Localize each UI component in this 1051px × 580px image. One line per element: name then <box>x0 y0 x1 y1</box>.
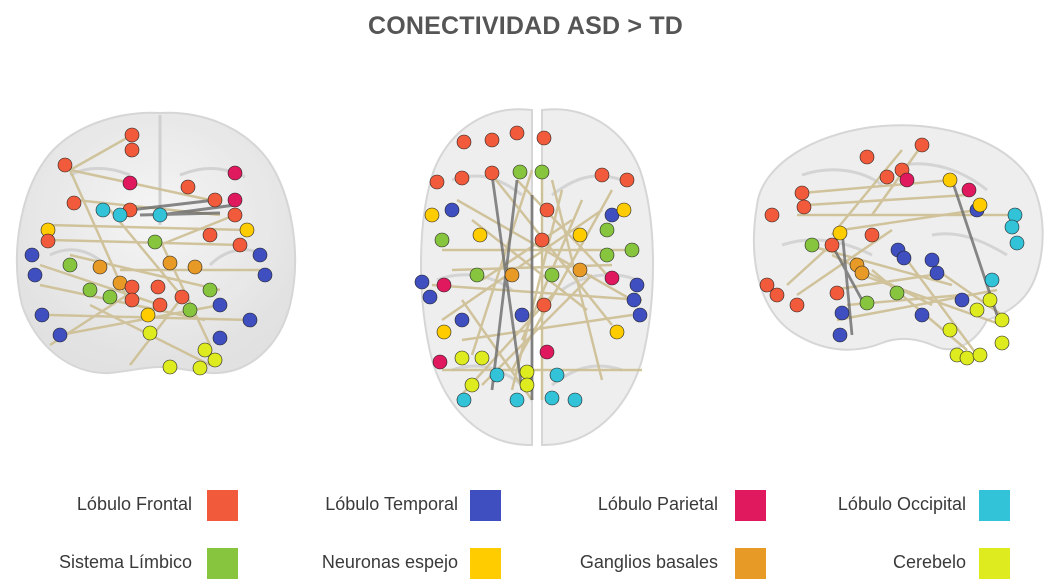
axial-brain-graphic <box>414 108 654 446</box>
brain-view-axial <box>412 100 662 450</box>
legend-swatch <box>470 490 501 521</box>
legend-item-cerebelo: Cerebelo <box>790 546 1012 580</box>
sagittal-brain-graphic <box>753 124 1044 366</box>
legend-item-sistema-limbico: Sistema Límbico <box>0 546 240 580</box>
legend-label: Lóbulo Frontal <box>76 494 192 514</box>
page-title: CONECTIVIDAD ASD > TD <box>367 12 684 40</box>
brain-view-coronal <box>10 105 300 395</box>
brain-view-sagittal <box>722 115 1051 385</box>
legend-swatch <box>979 548 1010 579</box>
legend-label: Cerebelo <box>892 552 966 572</box>
legend-item-neuronas-espejo: Neuronas espejo <box>260 546 503 580</box>
legend-label: Lóbulo Occipital <box>837 494 966 514</box>
legend-item-lobulo-occipital: Lóbulo Occipital <box>790 488 1012 522</box>
legend-swatch <box>470 548 501 579</box>
legend-label: Sistema Límbico <box>58 552 192 572</box>
legend-label: Lóbulo Parietal <box>597 494 718 514</box>
legend-label: Lóbulo Temporal <box>325 494 458 514</box>
coronal-brain-graphic <box>15 111 297 376</box>
legend-label: Neuronas espejo <box>321 552 458 572</box>
legend-item-lobulo-temporal: Lóbulo Temporal <box>260 488 503 522</box>
legend-item-lobulo-parietal: Lóbulo Parietal <box>540 488 768 522</box>
legend-swatch <box>979 490 1010 521</box>
legend-swatch <box>207 548 238 579</box>
legend-item-ganglios-basales: Ganglios basales <box>540 546 768 580</box>
legend-swatch <box>735 548 766 579</box>
legend-item-lobulo-frontal: Lóbulo Frontal <box>0 488 240 522</box>
legend-label: Ganglios basales <box>579 552 718 572</box>
legend-swatch <box>735 490 766 521</box>
legend-swatch <box>207 490 238 521</box>
